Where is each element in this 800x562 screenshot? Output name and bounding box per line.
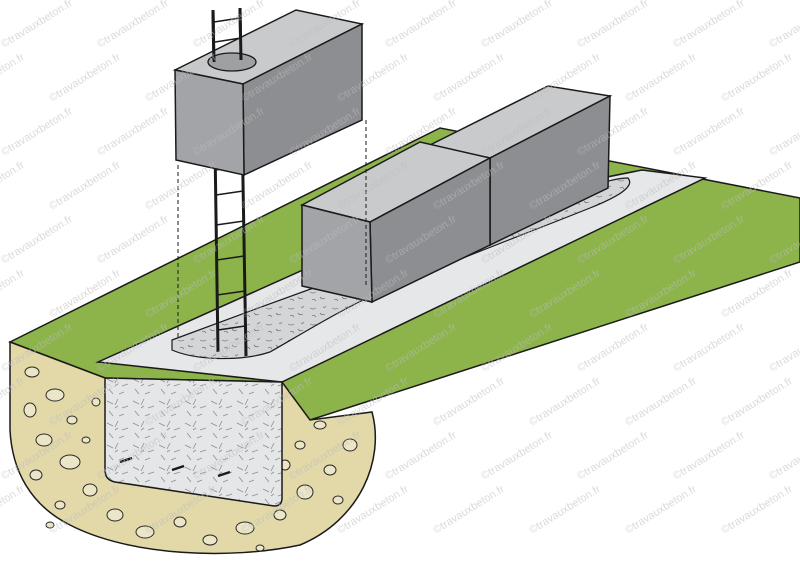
watermark-text: ©travauxbeton.fr: [383, 429, 459, 483]
watermark-text: ©travauxbeton.fr: [0, 105, 75, 159]
watermark-text: ©travauxbeton.fr: [47, 51, 123, 105]
watermark-text: ©travauxbeton.fr: [575, 429, 651, 483]
watermark-text: ©travauxbeton.fr: [623, 375, 699, 429]
watermark-text: ©travauxbeton.fr: [0, 51, 27, 105]
watermark-text: ©travauxbeton.fr: [671, 321, 747, 375]
watermark-text: ©travauxbeton.fr: [719, 483, 795, 537]
watermark-text: ©travauxbeton.fr: [719, 51, 795, 105]
watermark-text: ©travauxbeton.fr: [0, 213, 75, 267]
watermark-text: ©travauxbeton.fr: [431, 51, 507, 105]
watermark-text: ©travauxbeton.fr: [623, 483, 699, 537]
watermark-text: ©travauxbeton.fr: [671, 105, 747, 159]
watermark-text: ©travauxbeton.fr: [671, 429, 747, 483]
concrete-block-middle: [299, 141, 493, 304]
soil-stones: [23, 366, 358, 552]
rebar-through-hole: [211, 7, 243, 63]
watermark-text: ©travauxbeton.fr: [479, 0, 555, 51]
watermark-text: ©travauxbeton.fr: [767, 0, 800, 51]
concrete-block-lowered: [172, 9, 365, 177]
watermark-text: ©travauxbeton.fr: [623, 51, 699, 105]
watermark-text: ©travauxbeton.fr: [671, 0, 747, 51]
watermark-text: ©travauxbeton.fr: [0, 0, 75, 51]
watermark-text: ©travauxbeton.fr: [47, 159, 123, 213]
watermark-text: ©travauxbeton.fr: [95, 0, 171, 51]
watermark-text: ©travauxbeton.fr: [767, 321, 800, 375]
block-core-hole: [207, 52, 257, 72]
watermark-text: ©travauxbeton.fr: [431, 483, 507, 537]
watermark-text: ©travauxbeton.fr: [95, 105, 171, 159]
watermark-text: ©travauxbeton.fr: [95, 213, 171, 267]
trench-rebar-marks: [119, 456, 231, 478]
watermark-text: ©travauxbeton.fr: [719, 375, 795, 429]
watermark-text: ©travauxbeton.fr: [143, 159, 219, 213]
watermark-text: ©travauxbeton.fr: [383, 0, 459, 51]
watermark-text: ©travauxbeton.fr: [0, 267, 27, 321]
watermark-text: ©travauxbeton.fr: [527, 483, 603, 537]
watermark-text: ©travauxbeton.fr: [0, 483, 27, 537]
guide-dashed-lines: [177, 120, 367, 340]
watermark-text: ©travauxbeton.fr: [527, 375, 603, 429]
watermark-text: ©travauxbeton.fr: [575, 0, 651, 51]
trench-concrete: [104, 377, 283, 507]
watermark-text: ©travauxbeton.fr: [767, 105, 800, 159]
watermark-text: ©travauxbeton.fr: [0, 159, 27, 213]
watermark-text: ©travauxbeton.fr: [431, 375, 507, 429]
watermark-text: ©travauxbeton.fr: [479, 429, 555, 483]
watermark-text: ©travauxbeton.fr: [767, 429, 800, 483]
